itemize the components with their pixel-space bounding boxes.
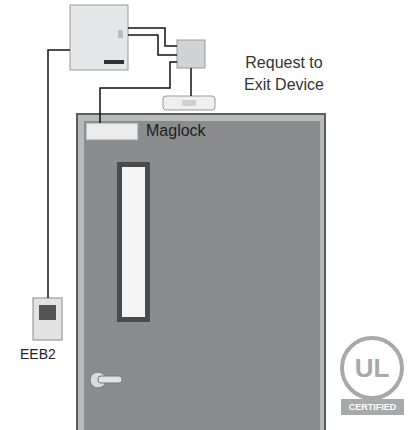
window-glass <box>122 167 145 317</box>
label-text: UL <box>355 353 390 384</box>
door-leaf <box>84 121 320 430</box>
eeb2-button <box>39 305 56 320</box>
wire <box>48 50 70 298</box>
frame-highlight <box>78 115 324 430</box>
rex-lens <box>182 100 196 106</box>
ul-band <box>341 399 404 415</box>
wire <box>128 35 177 55</box>
label-text: Request to Exit Device <box>238 52 330 96</box>
window-frame <box>117 162 150 322</box>
power-supply-latch <box>118 30 123 38</box>
rex-sensor <box>163 96 215 110</box>
wires <box>48 28 191 298</box>
ul-ring <box>342 338 402 398</box>
power-supply <box>70 5 128 70</box>
label-text: EEB2 <box>20 346 56 362</box>
eeb2-device <box>33 298 62 340</box>
wire <box>128 28 177 46</box>
wire <box>190 68 192 96</box>
lever-handle <box>98 376 122 383</box>
wire <box>100 62 177 123</box>
maglock <box>86 123 138 140</box>
label-text: CERTIFIED <box>349 402 397 412</box>
junction-box <box>177 40 205 68</box>
power-supply-badge <box>104 60 124 64</box>
door-frame <box>76 113 326 430</box>
label-text: Maglock <box>146 122 206 140</box>
